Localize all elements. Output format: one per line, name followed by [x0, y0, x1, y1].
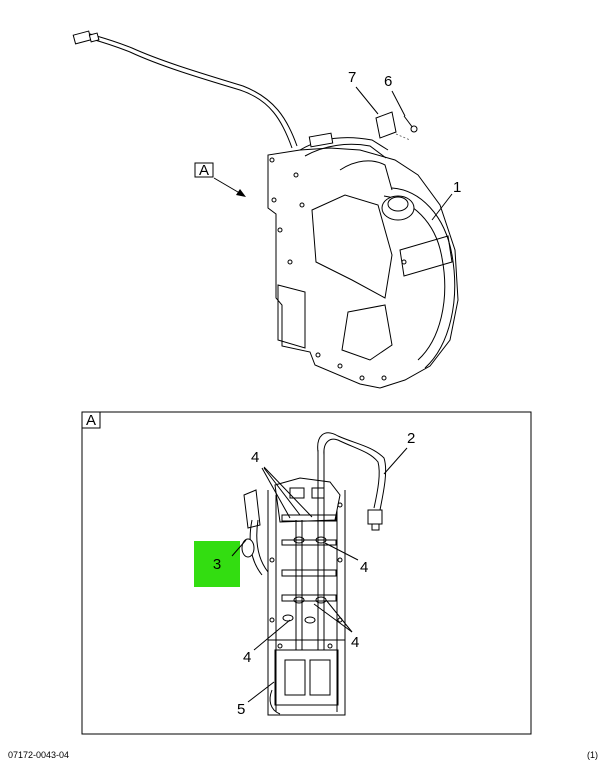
- view-a-label-box: [194, 162, 214, 178]
- detail-callouts: 2 4 4 4 4 5: [237, 430, 415, 718]
- callout-6: 6: [384, 73, 392, 90]
- mounting-holes: [269, 157, 407, 381]
- footer-page: (1): [587, 750, 598, 760]
- detail-a-label-box: [81, 411, 101, 429]
- view-arrow-head: [236, 189, 246, 197]
- callout-7: 7: [348, 69, 356, 86]
- callout-4-lower-left: 4: [243, 649, 251, 666]
- detail-a-label: A: [86, 412, 96, 429]
- callout-3: 3: [213, 556, 221, 573]
- detail-a-frame: [81, 411, 532, 735]
- bracket-part-7: [375, 111, 397, 139]
- callout-1: 1: [453, 179, 461, 196]
- view-a-label: A: [199, 162, 209, 179]
- footer-part-number: 07172-0043-04: [8, 750, 69, 760]
- tank-assembly-illustration: [72, 30, 459, 389]
- detail-sending-unit-illustration: [241, 432, 387, 716]
- bolt-part-6: [403, 115, 418, 133]
- hose-clamps-part-4: [281, 514, 337, 624]
- top-callouts: 1 7 6: [348, 69, 461, 221]
- highlight-callout-3[interactable]: [194, 541, 240, 587]
- callout-2: 2: [407, 430, 415, 447]
- callout-4-right: 4: [360, 559, 368, 576]
- callout-5: 5: [237, 701, 245, 718]
- callout-4-lower-right: 4: [351, 634, 359, 651]
- callout-4-top: 4: [251, 449, 259, 466]
- view-a-indicator: A: [194, 162, 246, 197]
